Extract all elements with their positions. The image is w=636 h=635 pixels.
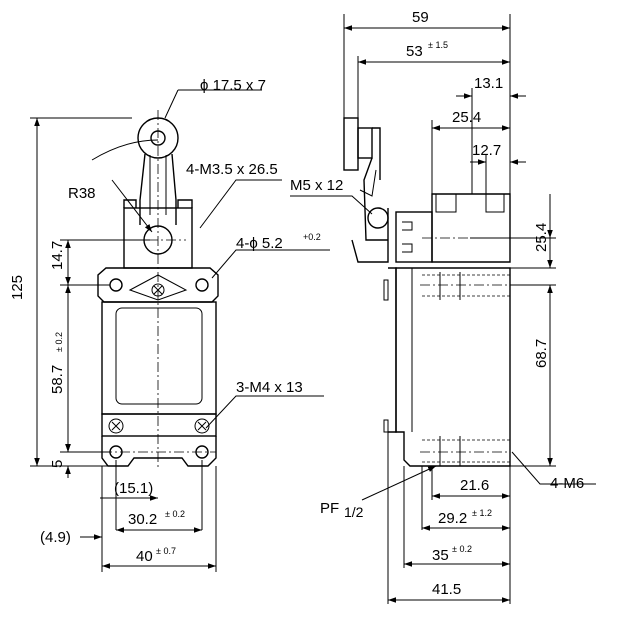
cover-screw-l bbox=[108, 418, 124, 434]
lever-bolt bbox=[367, 207, 389, 229]
label-4-9: (4.9) bbox=[40, 529, 71, 546]
label-59: 59 bbox=[412, 9, 429, 26]
label-29-2-tol: ± 1.2 bbox=[472, 508, 492, 518]
mount-hole-tr bbox=[195, 278, 209, 292]
lever-base bbox=[351, 208, 389, 263]
lever-arc bbox=[91, 139, 159, 161]
label-30-2-tol: ± 0.2 bbox=[165, 509, 185, 519]
label-58-7: 58.7 bbox=[49, 365, 66, 394]
thread-ends bbox=[439, 272, 461, 466]
label-holes: 4-ϕ 5.2 bbox=[236, 235, 283, 252]
label-pf: PF bbox=[320, 500, 339, 517]
head-side bbox=[431, 193, 511, 263]
label-holes-tol: +0.2 bbox=[303, 232, 321, 242]
plug-slots bbox=[402, 221, 413, 253]
lever-side bbox=[363, 127, 388, 241]
cover-screw-r bbox=[194, 418, 210, 434]
side-labels: 59 53 ± 1.5 13.1 25.4 12.7 M5 x 12 25.4 … bbox=[290, 9, 584, 598]
lower-section bbox=[101, 413, 217, 437]
flange-plate bbox=[128, 274, 188, 301]
label-58-7-tol: ± 0.2 bbox=[54, 332, 64, 352]
label-cover-screw: 3-M4 x 13 bbox=[236, 379, 303, 396]
leader-screw bbox=[199, 179, 282, 229]
leader-pf bbox=[361, 465, 437, 501]
thread-lower bbox=[422, 439, 510, 463]
leader-roller bbox=[164, 89, 262, 119]
label-25-4: 25.4 bbox=[452, 109, 481, 126]
roller-side bbox=[343, 117, 359, 171]
label-15-1: (15.1) bbox=[114, 480, 153, 497]
cover-screw-l-cross bbox=[111, 421, 121, 431]
roller-hub bbox=[357, 127, 373, 159]
head-ears bbox=[123, 199, 193, 208]
label-pf-fraction: 1/2 bbox=[344, 504, 364, 520]
label-125: 125 bbox=[9, 275, 26, 300]
bottom-flange bbox=[101, 436, 217, 467]
leader-m6 bbox=[511, 451, 596, 485]
label-68-7: 68.7 bbox=[533, 339, 550, 368]
center-screw bbox=[151, 283, 165, 297]
label-13-1: 13.1 bbox=[474, 75, 503, 92]
label-14-7: 14.7 bbox=[49, 241, 66, 270]
body-cover bbox=[115, 307, 203, 405]
cover-screw-r-cross bbox=[197, 421, 207, 431]
label-40: 40 bbox=[136, 548, 153, 565]
label-5: 5 bbox=[49, 460, 66, 468]
label-25-4-v: 25.4 bbox=[533, 223, 550, 252]
mount-hole-tl bbox=[109, 278, 123, 292]
label-40-tol: ± 0.7 bbox=[156, 546, 176, 556]
label-53: 53 bbox=[406, 43, 423, 60]
body-rear bbox=[388, 267, 397, 433]
label-12-7: 12.7 bbox=[472, 142, 501, 159]
label-35: 35 bbox=[432, 547, 449, 564]
center-screw-cross bbox=[153, 285, 163, 295]
leader-holes bbox=[211, 249, 330, 279]
label-m6: 4-M6 bbox=[550, 475, 584, 492]
label-53-tol: ± 1.5 bbox=[428, 40, 448, 50]
front-labels: ϕ 17.5 x 7 R38 4-M3.5 x 26.5 4-ϕ 5.2 +0.… bbox=[9, 77, 321, 565]
label-screw: 4-M3.5 x 26.5 bbox=[186, 161, 278, 178]
head-plug bbox=[395, 211, 433, 263]
label-41-5: 41.5 bbox=[432, 581, 461, 598]
label-29-2: 29.2 bbox=[438, 510, 467, 527]
side-view bbox=[290, 14, 596, 604]
lever-slot bbox=[149, 155, 167, 215]
leader-m5 bbox=[290, 195, 373, 215]
lever-detail bbox=[359, 169, 377, 197]
label-m5: M5 x 12 bbox=[290, 177, 343, 194]
label-35-tol: ± 0.2 bbox=[452, 544, 472, 554]
thread-upper bbox=[422, 274, 510, 297]
front-view bbox=[30, 89, 330, 572]
label-21-6: 21.6 bbox=[460, 477, 489, 494]
body-side bbox=[395, 267, 511, 467]
body-rear-tabs bbox=[383, 279, 389, 433]
r38-arrow bbox=[111, 179, 153, 233]
label-30-2: 30.2 bbox=[128, 511, 157, 528]
head-notches bbox=[435, 194, 505, 213]
leader-cover-screw bbox=[205, 395, 324, 429]
label-r38: R38 bbox=[68, 185, 96, 202]
label-roller: ϕ 17.5 x 7 bbox=[200, 77, 266, 94]
body bbox=[101, 301, 217, 415]
